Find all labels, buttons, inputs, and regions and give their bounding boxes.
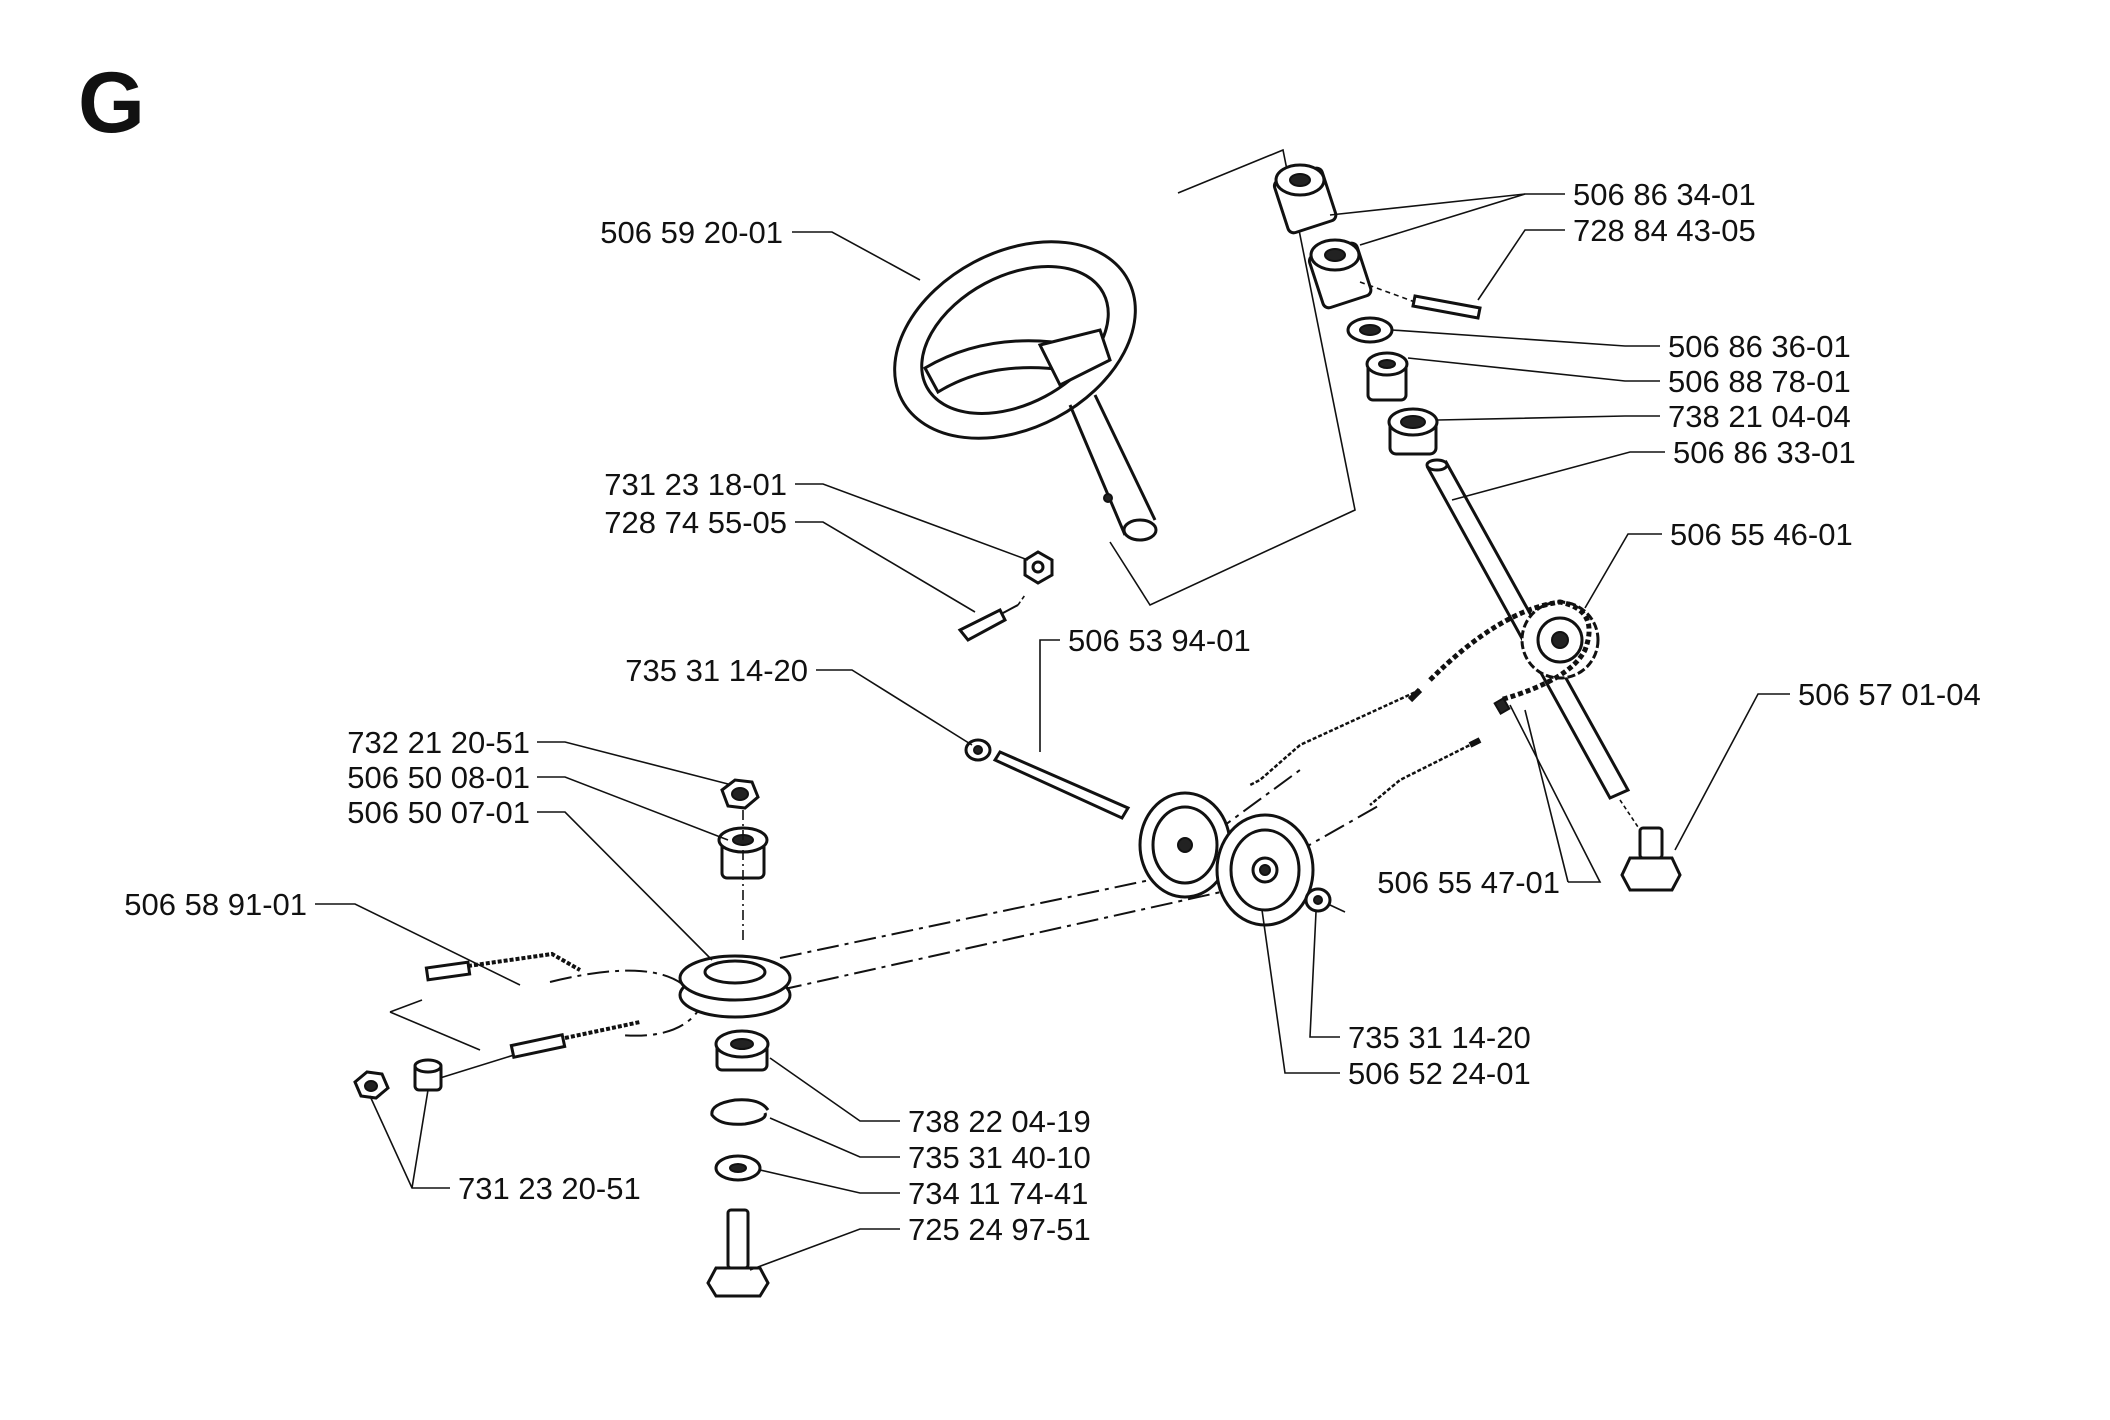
bearing-upper-part [1387, 407, 1439, 456]
collar-lower-part [1307, 238, 1373, 310]
label-pulley-pair: 506 52 24-01 [1348, 1056, 1531, 1091]
washer-upper-part [1346, 316, 1394, 344]
leader-bushing-left [537, 776, 729, 841]
bolt-lower-part [706, 1208, 770, 1298]
label-bushing-left: 506 50 08-01 [347, 760, 530, 795]
axle-pin-part [992, 750, 1131, 820]
label-washer-lower: 734 11 74-41 [908, 1176, 1088, 1211]
leader-bearing-lower [769, 1057, 900, 1122]
leader-nut-left [537, 741, 729, 785]
leader-washer-upper [1391, 329, 1660, 347]
leader-circlip [769, 1117, 900, 1158]
chain-part [1428, 599, 1592, 703]
assembly-bracket [1109, 148, 1356, 607]
bushing-left-part [717, 826, 769, 880]
label-cable-left: 506 58 91-01 [124, 887, 307, 922]
label-cable-right: 506 55 47-01 [1377, 865, 1560, 900]
label-collar-pair: 506 86 34-01 [1573, 177, 1756, 212]
leader-cable-right-b [1524, 709, 1569, 883]
section-letter: G [78, 55, 145, 151]
label-bolt-right: 506 57 01-04 [1798, 677, 1981, 712]
leader-pulley-left [537, 811, 713, 961]
guide-line-upper [779, 769, 1301, 959]
nut-top-part [1023, 550, 1054, 585]
pulley-left-part [678, 954, 792, 1019]
label-washer-pulley: 735 31 14-20 [1348, 1020, 1531, 1055]
label-nut-left: 732 21 20-51 [347, 725, 530, 760]
label-pulley-left: 506 50 07-01 [347, 795, 530, 830]
leader-cable-right-a [1509, 704, 1602, 883]
circlip-part [710, 1098, 770, 1126]
label-bearing-lower: 738 22 04-19 [908, 1104, 1091, 1139]
nut-pair-part [353, 1058, 443, 1100]
label-nut-pair: 731 23 20-51 [458, 1171, 641, 1206]
label-axle-pin: 506 53 94-01 [1068, 623, 1251, 658]
label-washer-upper: 506 86 36-01 [1668, 329, 1851, 364]
pulley-pair-part [1138, 791, 1315, 927]
label-screw-top: 728 74 55-05 [604, 505, 787, 540]
leader-bolt-right [1674, 693, 1790, 851]
collar-upper-part [1272, 163, 1338, 235]
label-washer-pin: 735 31 14-20 [625, 653, 808, 688]
washer-lower-part [714, 1154, 762, 1182]
label-steering-wheel: 506 59 20-01 [600, 215, 783, 250]
leader-sprocket-chain [1584, 533, 1662, 609]
bolt-right-part [1619, 799, 1682, 892]
leader-washer-pulley [1309, 911, 1340, 1038]
leader-bushing-upper [1407, 357, 1660, 382]
label-set-screw: 728 84 43-05 [1573, 213, 1756, 248]
leader-collar-pair-b [1359, 193, 1526, 246]
set-screw-part [1359, 281, 1482, 320]
leader-bolt-lower [749, 1228, 900, 1271]
leader-bearing-upper [1437, 415, 1660, 421]
cable-left-part [389, 951, 641, 1079]
leader-nut-top [795, 483, 1029, 561]
label-steering-shaft: 506 86 33-01 [1673, 435, 1856, 470]
label-nut-top: 731 23 18-01 [604, 467, 787, 502]
label-circlip: 735 31 40-10 [908, 1140, 1091, 1175]
label-bushing-upper: 506 88 78-01 [1668, 364, 1851, 399]
bushing-upper-part [1365, 351, 1409, 402]
leader-set-screw [1477, 229, 1565, 301]
cable-right-part [1249, 687, 1511, 806]
label-sprocket-chain: 506 55 46-01 [1670, 517, 1853, 552]
leader-steering-wheel [792, 231, 921, 281]
steering-wheel-part [893, 240, 1158, 542]
leader-steering-shaft [1451, 451, 1665, 501]
leader-axle-pin [1039, 639, 1060, 752]
washer-pulley-part [1304, 887, 1346, 913]
leader-cable-left [315, 903, 521, 986]
leader-washer-lower [759, 1169, 900, 1194]
leader-pulley-pair [1261, 909, 1340, 1074]
leader-washer-pin [816, 669, 973, 746]
leader-collar-pair-a [1329, 193, 1565, 216]
label-bearing-upper: 738 21 04-04 [1668, 399, 1851, 434]
nut-left-part [720, 778, 760, 810]
screw-top-part [957, 594, 1026, 642]
leader-screw-top [795, 521, 976, 613]
leader-nut-pair [369, 1095, 450, 1189]
leader-nut-pair-b [411, 1089, 429, 1189]
label-bolt-lower: 725 24 97-51 [908, 1212, 1091, 1247]
bearing-lower-part [714, 1029, 770, 1072]
